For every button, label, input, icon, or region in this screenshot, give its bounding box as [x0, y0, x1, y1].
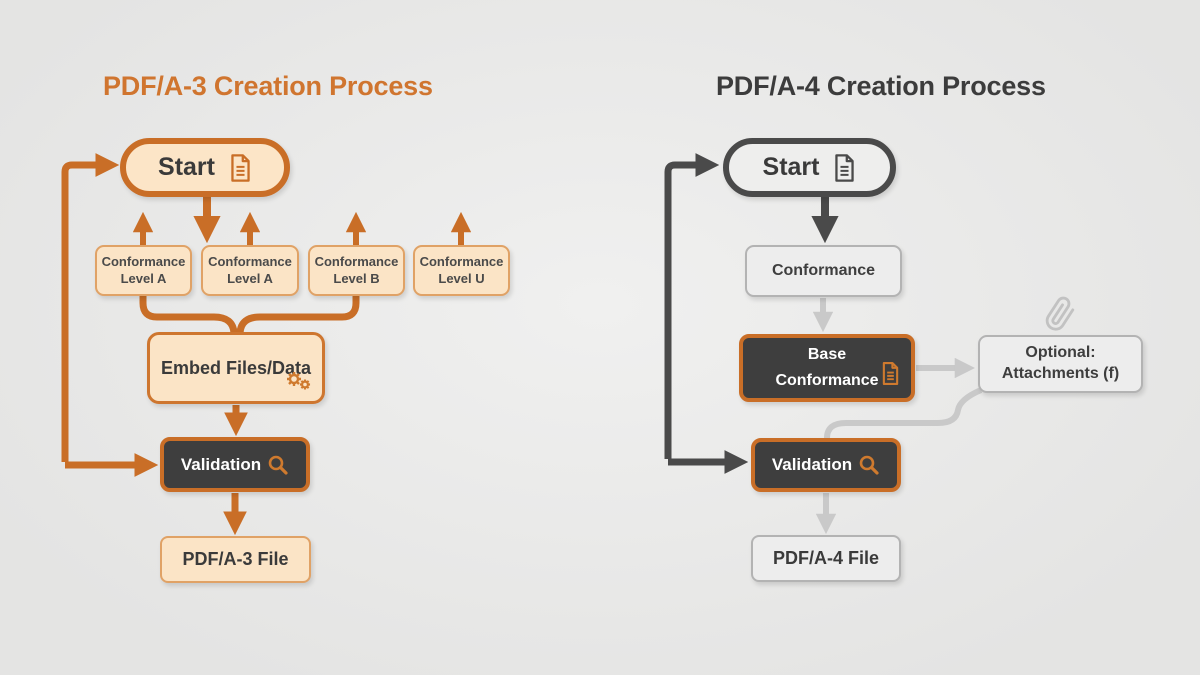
pdfa3-file-node: PDF/A-3 File — [160, 536, 311, 583]
node-label: Embed Files/Data — [160, 357, 312, 378]
conformance-level-a2-node: Conformance Level A — [201, 245, 299, 296]
node-label: Conformance — [314, 253, 399, 269]
node-label: Base — [807, 346, 847, 363]
conformance-node: Conformance — [745, 245, 902, 297]
gears-icon — [283, 370, 313, 397]
magnifier-icon — [858, 454, 880, 476]
document-icon — [229, 153, 252, 182]
node-label: Conformance — [208, 253, 292, 269]
document-icon — [881, 362, 900, 391]
embed-files-data-node: Embed Files/Data — [147, 332, 325, 404]
base-conformance-node: Base Conformance — [739, 334, 915, 402]
start-node-right: Start — [723, 138, 896, 197]
node-label: PDF/A-4 File — [772, 548, 879, 568]
node-label: Validation — [771, 455, 853, 474]
node-label: Level B — [333, 270, 380, 286]
node-label: Conformance — [101, 253, 186, 269]
pdfa4-file-node: PDF/A-4 File — [751, 535, 901, 582]
node-label: Conformance — [775, 372, 879, 389]
right-chart-title: PDF/A-4 Creation Process — [716, 71, 1046, 101]
start-node-left: Start — [120, 138, 290, 197]
document-icon — [833, 153, 856, 182]
node-label: PDF/A-3 File — [182, 549, 289, 569]
connector-attachments-to-validation — [824, 387, 983, 439]
node-label: Conformance — [771, 261, 876, 279]
paperclip-icon — [1043, 296, 1077, 336]
arrow-loop-validation-to-start-left — [61, 153, 120, 462]
validation-node-left: Validation — [160, 437, 310, 492]
start-label-left: Start — [158, 153, 215, 181]
arrow-loop-validation-to-start-right — [664, 153, 720, 459]
magnifier-icon — [267, 454, 289, 476]
node-label: Optional: — [1025, 344, 1096, 362]
node-label: Level A — [120, 270, 167, 286]
optional-attachments-node: Optional: Attachments (f) — [978, 335, 1143, 393]
node-label: Level U — [438, 270, 485, 286]
validation-node-right: Validation — [751, 438, 901, 492]
conformance-level-a1-node: Conformance Level A — [95, 245, 192, 296]
node-label: Attachments (f) — [1001, 365, 1120, 382]
conformance-level-u-node: Conformance Level U — [413, 245, 510, 296]
connector-level-a1-to-embed — [139, 295, 238, 334]
left-chart-title: PDF/A-3 Creation Process — [103, 71, 433, 101]
node-label: Conformance — [419, 253, 504, 269]
start-label-right: Start — [762, 153, 820, 181]
conformance-level-b-node: Conformance Level B — [308, 245, 405, 296]
node-label: Level A — [227, 270, 273, 286]
node-label: Validation — [180, 454, 262, 474]
connector-level-b-to-embed — [236, 295, 360, 334]
